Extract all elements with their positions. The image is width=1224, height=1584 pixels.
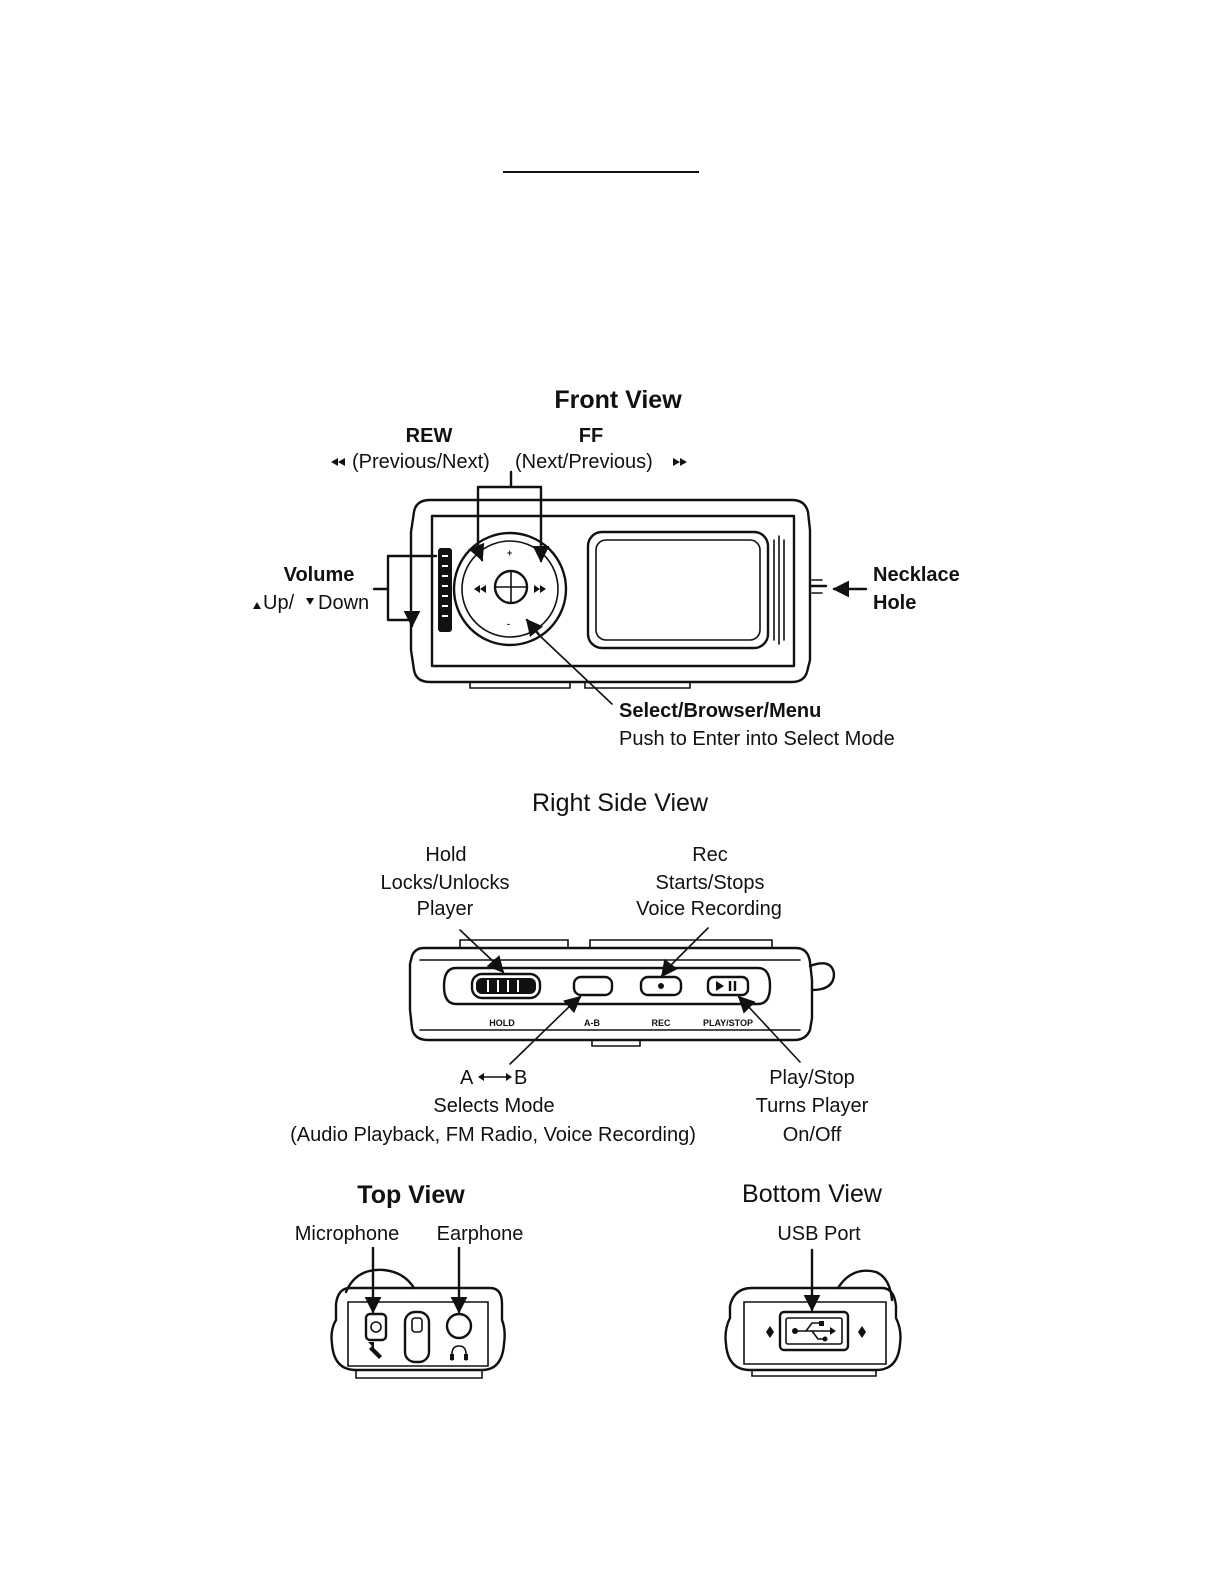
svg-text:-: - (507, 619, 510, 629)
tiny-label-play: PLAY/STOP (703, 1018, 753, 1028)
headphone-icon (450, 1345, 468, 1361)
svg-text:+: + (507, 548, 512, 558)
side-device-body (408, 939, 836, 1047)
rew-label: REW (406, 425, 453, 447)
control-wheel (452, 531, 568, 647)
ab-desc-line2: (Audio Playback, FM Radio, Voice Recordi… (290, 1124, 696, 1146)
right-side-view-title: Right Side View (532, 789, 709, 817)
ab-desc-line1: Selects Mode (433, 1095, 554, 1117)
ab-label-a: A (460, 1067, 474, 1089)
top-device-body (330, 1268, 506, 1379)
necklace-hole (808, 579, 828, 594)
earphone-jack (445, 1312, 473, 1340)
front-view: Front View REW FF (Previous/Next) (Next/… (253, 386, 960, 750)
rew-desc: (Previous/Next) (352, 451, 490, 473)
usb-icon (792, 1321, 836, 1342)
usb-label: USB Port (777, 1223, 861, 1245)
front-device-body: + - (409, 498, 812, 689)
microphone-label: Microphone (295, 1223, 400, 1245)
hold-label: Hold (425, 844, 466, 866)
bottom-view: Bottom View USB Port (724, 1180, 902, 1377)
rec-desc-line2: Voice Recording (636, 898, 782, 920)
usb-port (778, 1310, 850, 1352)
earphone-label: Earphone (437, 1223, 524, 1245)
rec-desc-line1: Starts/Stops (656, 872, 765, 894)
volume-down-icon (306, 598, 314, 605)
necklace-label-line1: Necklace (873, 564, 960, 586)
select-label: Select/Browser/Menu (619, 700, 821, 722)
necklace-label-line2: Hole (873, 592, 916, 614)
top-view: Top View Microphone Earphone (295, 1181, 524, 1379)
hold-switch (470, 972, 542, 1000)
play-stop-button (706, 975, 750, 997)
ab-button (572, 975, 614, 997)
volume-label: Volume (284, 564, 355, 586)
volume-up-desc: Up/ (263, 592, 295, 614)
front-view-title: Front View (554, 386, 682, 414)
bottom-device-body (724, 1269, 902, 1377)
rec-label: Rec (692, 844, 728, 866)
tiny-label-hold: HOLD (489, 1018, 515, 1028)
bottom-view-title: Bottom View (742, 1180, 883, 1208)
ff-desc: (Next/Previous) (515, 451, 653, 473)
tiny-label-rec: REC (651, 1018, 671, 1028)
ff-icon (673, 458, 687, 466)
hold-desc-line1: Locks/Unlocks (381, 872, 510, 894)
microphone-icon (364, 1312, 388, 1342)
top-view-title: Top View (357, 1181, 465, 1209)
lcd-screen (586, 530, 770, 650)
tiny-label-ab: A-B (584, 1018, 600, 1028)
select-desc: Push to Enter into Select Mode (619, 728, 895, 750)
play-desc-line1: Turns Player (756, 1095, 869, 1117)
play-label: Play/Stop (769, 1067, 855, 1089)
ab-label-b: B (514, 1067, 527, 1089)
volume-down-desc: Down (318, 592, 369, 614)
volume-up-icon (253, 602, 261, 609)
hold-desc-line2: Player (417, 898, 474, 920)
ff-label: FF (579, 425, 603, 447)
play-desc-line2: On/Off (783, 1124, 842, 1146)
right-side-view: Right Side View Hold Locks/Unlocks Playe… (290, 789, 869, 1146)
rew-icon (331, 458, 345, 466)
ab-arrows-icon (478, 1073, 512, 1081)
